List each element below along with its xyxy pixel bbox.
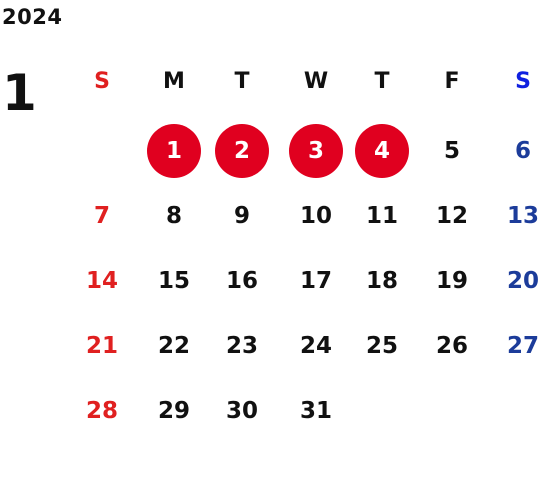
weekday-header-mon: M [163, 68, 185, 94]
date-cell: 17 [299, 268, 332, 294]
date-cell: 23 [225, 333, 258, 359]
weekday-header-sun: S [94, 68, 110, 94]
date-cell: 31 [299, 398, 332, 424]
year-label: 2024 [2, 5, 63, 29]
weekday-header-tue: T [234, 68, 250, 94]
holiday-date-cell: 4 [355, 124, 409, 178]
weekday-header-thu: T [374, 68, 390, 94]
month-number: 1 [2, 64, 37, 122]
date-cell: 30 [225, 398, 258, 424]
holiday-date-cell: 1 [147, 124, 201, 178]
holiday-date-cell: 3 [289, 124, 343, 178]
date-cell: 21 [85, 333, 118, 359]
date-cell: 18 [365, 268, 398, 294]
date-cell: 15 [157, 268, 190, 294]
date-cell: 6 [514, 138, 531, 164]
weekday-header-fri: F [444, 68, 460, 94]
date-cell: 7 [93, 203, 110, 229]
weekday-header-wed: W [303, 68, 329, 94]
date-cell: 27 [506, 333, 539, 359]
date-cell: 14 [85, 268, 118, 294]
date-cell: 26 [435, 333, 468, 359]
date-cell: 28 [85, 398, 118, 424]
weekday-header-sat: S [515, 68, 531, 94]
date-cell: 8 [165, 203, 182, 229]
date-cell: 13 [506, 203, 539, 229]
date-cell: 29 [157, 398, 190, 424]
date-cell: 24 [299, 333, 332, 359]
date-cell: 16 [225, 268, 258, 294]
date-cell: 12 [435, 203, 468, 229]
date-cell: 5 [443, 138, 460, 164]
date-cell: 9 [233, 203, 250, 229]
date-cell: 11 [365, 203, 398, 229]
date-cell: 22 [157, 333, 190, 359]
date-cell: 20 [506, 268, 539, 294]
holiday-date-cell: 2 [215, 124, 269, 178]
date-cell: 25 [365, 333, 398, 359]
date-cell: 19 [435, 268, 468, 294]
date-cell: 10 [299, 203, 332, 229]
